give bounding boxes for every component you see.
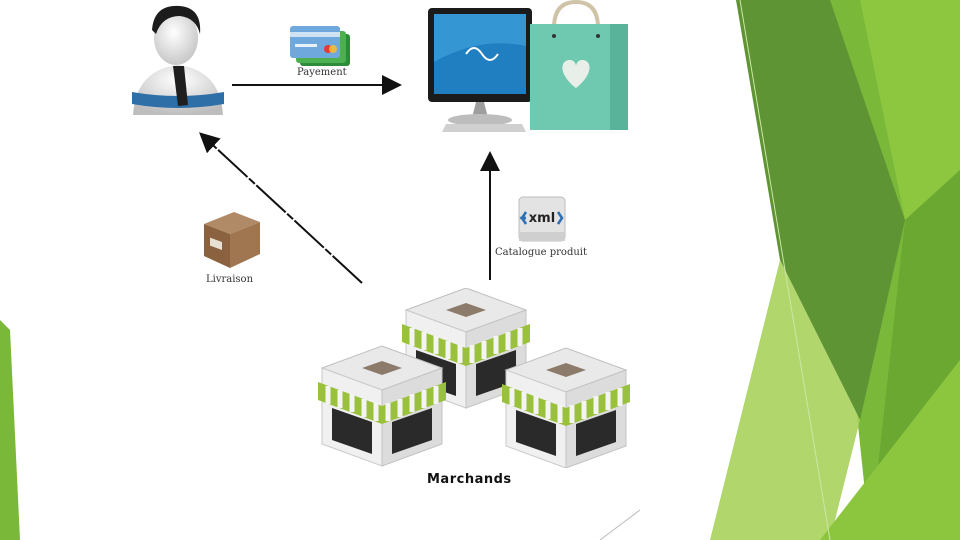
storefront-icon — [316, 288, 636, 468]
user-avatar-icon — [128, 0, 228, 120]
catalog-label: Catalogue produit — [495, 247, 587, 258]
xml-badge-text: xml — [529, 211, 555, 226]
merchants-label: Marchands — [427, 472, 512, 487]
xml-file-icon: xml — [518, 196, 566, 242]
shopping-bag-icon — [524, 0, 634, 132]
payment-label: Payement — [297, 67, 347, 78]
delivery-label: Livraison — [206, 274, 253, 285]
credit-card-icon — [290, 24, 354, 70]
cardboard-box-icon — [200, 210, 264, 270]
desktop-computer-icon — [426, 6, 536, 134]
